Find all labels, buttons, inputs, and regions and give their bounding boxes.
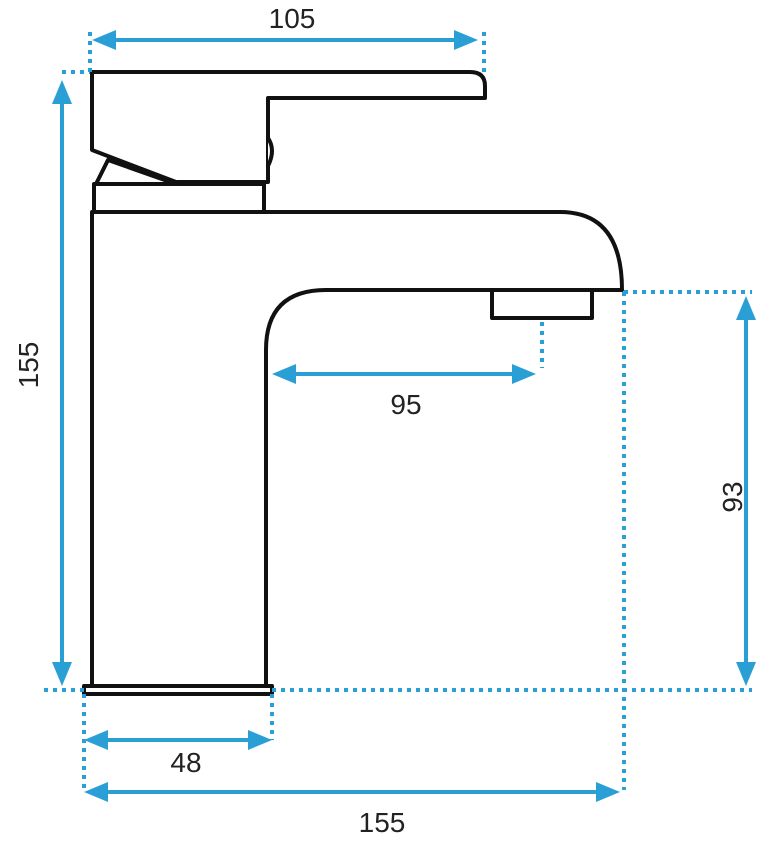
faucet-outline — [82, 70, 624, 696]
dimension-label-total-height: 155 — [13, 342, 44, 389]
dimension-reach: 95 — [272, 322, 544, 420]
dimension-total-height: 155 — [13, 80, 84, 692]
dimension-spout-height: 93 — [272, 290, 756, 790]
faucet-lever-handle — [90, 70, 487, 184]
dimension-label-base-width: 48 — [170, 747, 201, 778]
dimension-total-depth: 155 — [84, 782, 620, 838]
faucet-collar — [92, 182, 266, 214]
dimension-label-spout-height: 93 — [717, 481, 748, 512]
dimension-label-total-depth: 155 — [359, 807, 406, 838]
faucet-lever-sleeve — [94, 158, 178, 186]
dimension-label-top-width: 105 — [269, 3, 316, 34]
dimension-label-reach: 95 — [390, 389, 421, 420]
faucet-lever-knob — [266, 136, 274, 167]
faucet-body-spout — [90, 210, 624, 688]
faucet-aerator — [490, 288, 594, 320]
dimension-base-width: 48 — [82, 694, 274, 790]
dimension-top-width: 105 — [62, 3, 486, 74]
